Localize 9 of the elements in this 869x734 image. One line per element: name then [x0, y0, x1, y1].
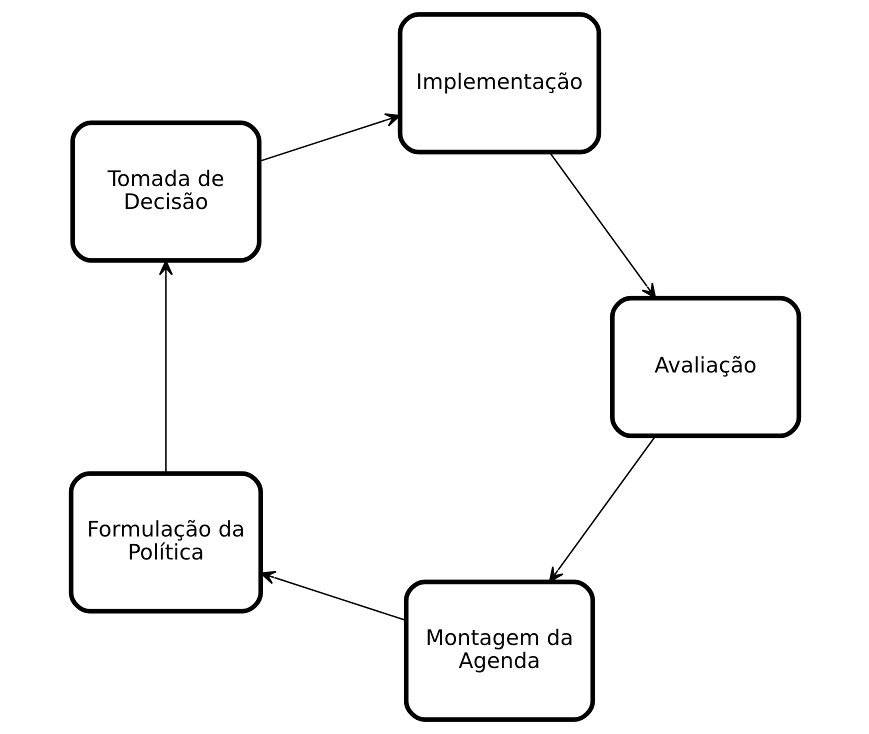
node-box: Implementação: [397, 12, 601, 154]
arrow: [548, 436, 656, 582]
arrow: [548, 152, 656, 299]
arrow: [158, 260, 172, 474]
node-box: Avaliação: [610, 296, 801, 438]
arrow: [258, 113, 400, 162]
node-box: Tomada de Decisão: [70, 120, 261, 263]
node-box: Montagem da Agenda: [403, 580, 595, 722]
node-box: Formulação da Política: [68, 471, 262, 614]
